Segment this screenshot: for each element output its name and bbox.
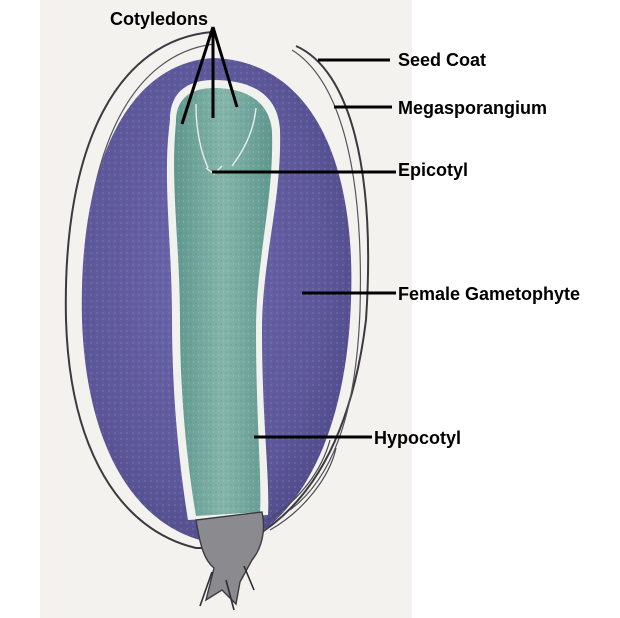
micropyle-tissue	[195, 511, 265, 606]
cotyledon-leader-right	[211, 26, 239, 108]
seed-coat-outline	[64, 31, 370, 549]
outer-fragment-right	[267, 439, 337, 531]
epicotyl-label: Epicotyl	[398, 160, 469, 180]
micropyle-fragments	[199, 565, 255, 611]
leader-lines	[180, 26, 396, 439]
seed-coat-right-line	[289, 49, 362, 511]
female-gametophyte-label: Female Gametophyte	[398, 284, 581, 304]
seed-coat-label: Seed Coat	[398, 50, 487, 70]
epicotyl-apex	[205, 165, 223, 175]
cotyledon-line-right	[231, 107, 257, 167]
cotyledon-line-left	[195, 103, 209, 169]
megasporangium-label: Megasporangium	[398, 98, 548, 118]
cotyledons-label: Cotyledons	[110, 9, 209, 29]
hypocotyl-label: Hypocotyl	[374, 428, 462, 448]
cotyledon-leader-left	[180, 26, 215, 125]
embryo-texture	[174, 88, 273, 516]
